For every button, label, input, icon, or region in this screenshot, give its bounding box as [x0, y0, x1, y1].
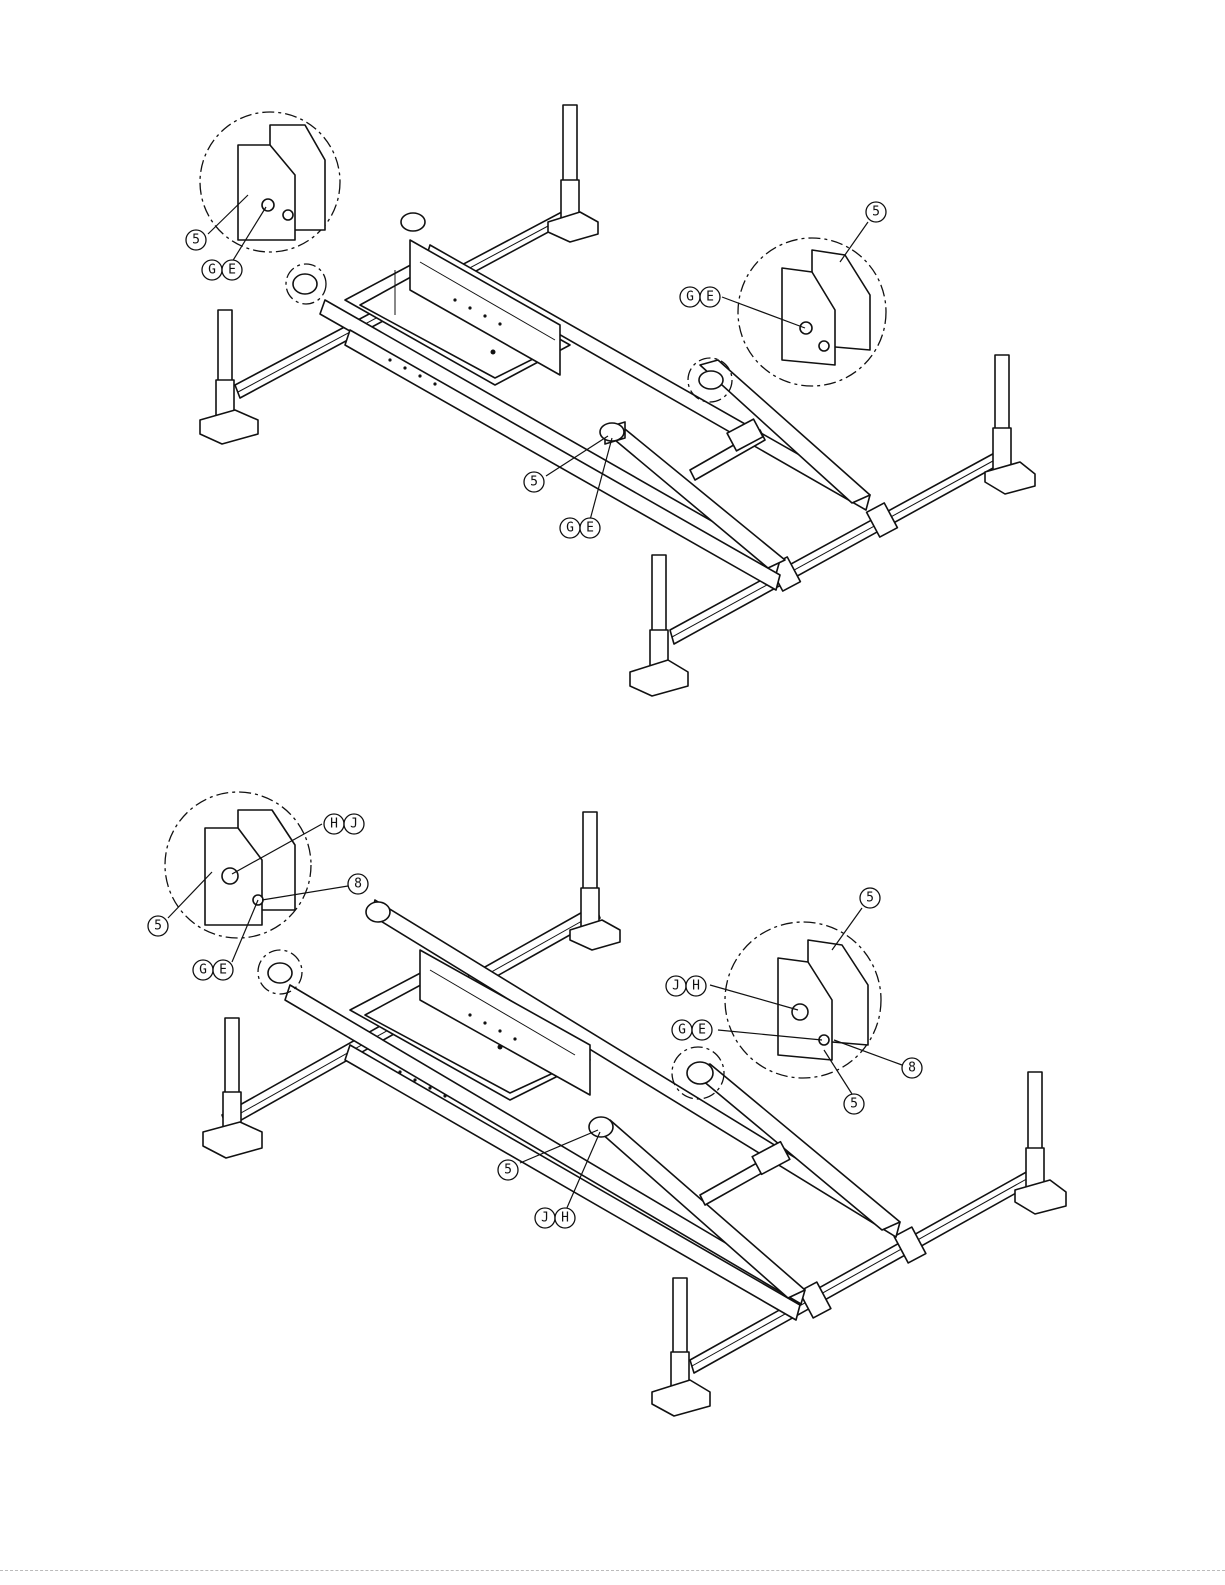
callout-label: E: [219, 963, 227, 978]
figure-a-frame-assembly: [200, 105, 1035, 696]
callout-b11: J H: [535, 1208, 575, 1228]
callout-b4: G E: [193, 960, 233, 980]
callout-label: 5: [192, 233, 200, 248]
leg-a-rear-right: [548, 105, 598, 242]
callout-a6: G E: [560, 518, 600, 538]
callout-label: 5: [504, 1163, 512, 1178]
figure-b-frame-assembly: [165, 792, 1066, 1416]
leg-b-rear-right: [570, 812, 620, 950]
callout-a1: 5: [186, 230, 206, 250]
callout-label: H: [561, 1211, 569, 1226]
callout-label: E: [228, 263, 236, 278]
callout-label: J: [350, 817, 358, 832]
callout-b3: 5: [148, 916, 168, 936]
leg-b-front-left: [652, 1278, 710, 1416]
callout-a5: 5: [524, 472, 544, 492]
callout-label: H: [330, 817, 338, 832]
callout-b1: H J: [324, 814, 364, 834]
callout-b8: 8: [902, 1058, 922, 1078]
callout-label: 8: [354, 877, 362, 892]
callout-b2: 8: [348, 874, 368, 894]
callout-label: E: [586, 521, 594, 536]
callout-label: 8: [908, 1061, 916, 1076]
callout-label: E: [706, 290, 714, 305]
callout-label: G: [678, 1023, 686, 1038]
callout-label: G: [199, 963, 207, 978]
callout-label: H: [692, 979, 700, 994]
callout-label: 5: [866, 891, 874, 906]
callout-label: G: [208, 263, 216, 278]
callout-label: E: [698, 1023, 706, 1038]
leg-b-rear-left: [203, 1018, 262, 1158]
callout-label: 5: [154, 919, 162, 934]
callout-b6: J H: [666, 976, 706, 996]
callout-a2: G E: [202, 260, 242, 280]
callout-label: 5: [872, 205, 880, 220]
callout-label: G: [686, 290, 694, 305]
callout-b9: 5: [844, 1094, 864, 1114]
page-bottom-edge: [0, 1570, 1225, 1571]
callout-b7: G E: [672, 1020, 712, 1040]
callout-a3: 5: [866, 202, 886, 222]
callout-label: J: [541, 1211, 549, 1226]
callout-label: G: [566, 521, 574, 536]
callout-b5: 5: [860, 888, 880, 908]
leg-b-front-right: [1015, 1072, 1066, 1214]
callout-b10: 5: [498, 1160, 518, 1180]
callout-label: 5: [530, 475, 538, 490]
callout-label: 5: [850, 1097, 858, 1112]
callout-label: J: [672, 979, 680, 994]
callout-a4: G E: [680, 287, 720, 307]
leg-a-front-right: [985, 355, 1035, 494]
